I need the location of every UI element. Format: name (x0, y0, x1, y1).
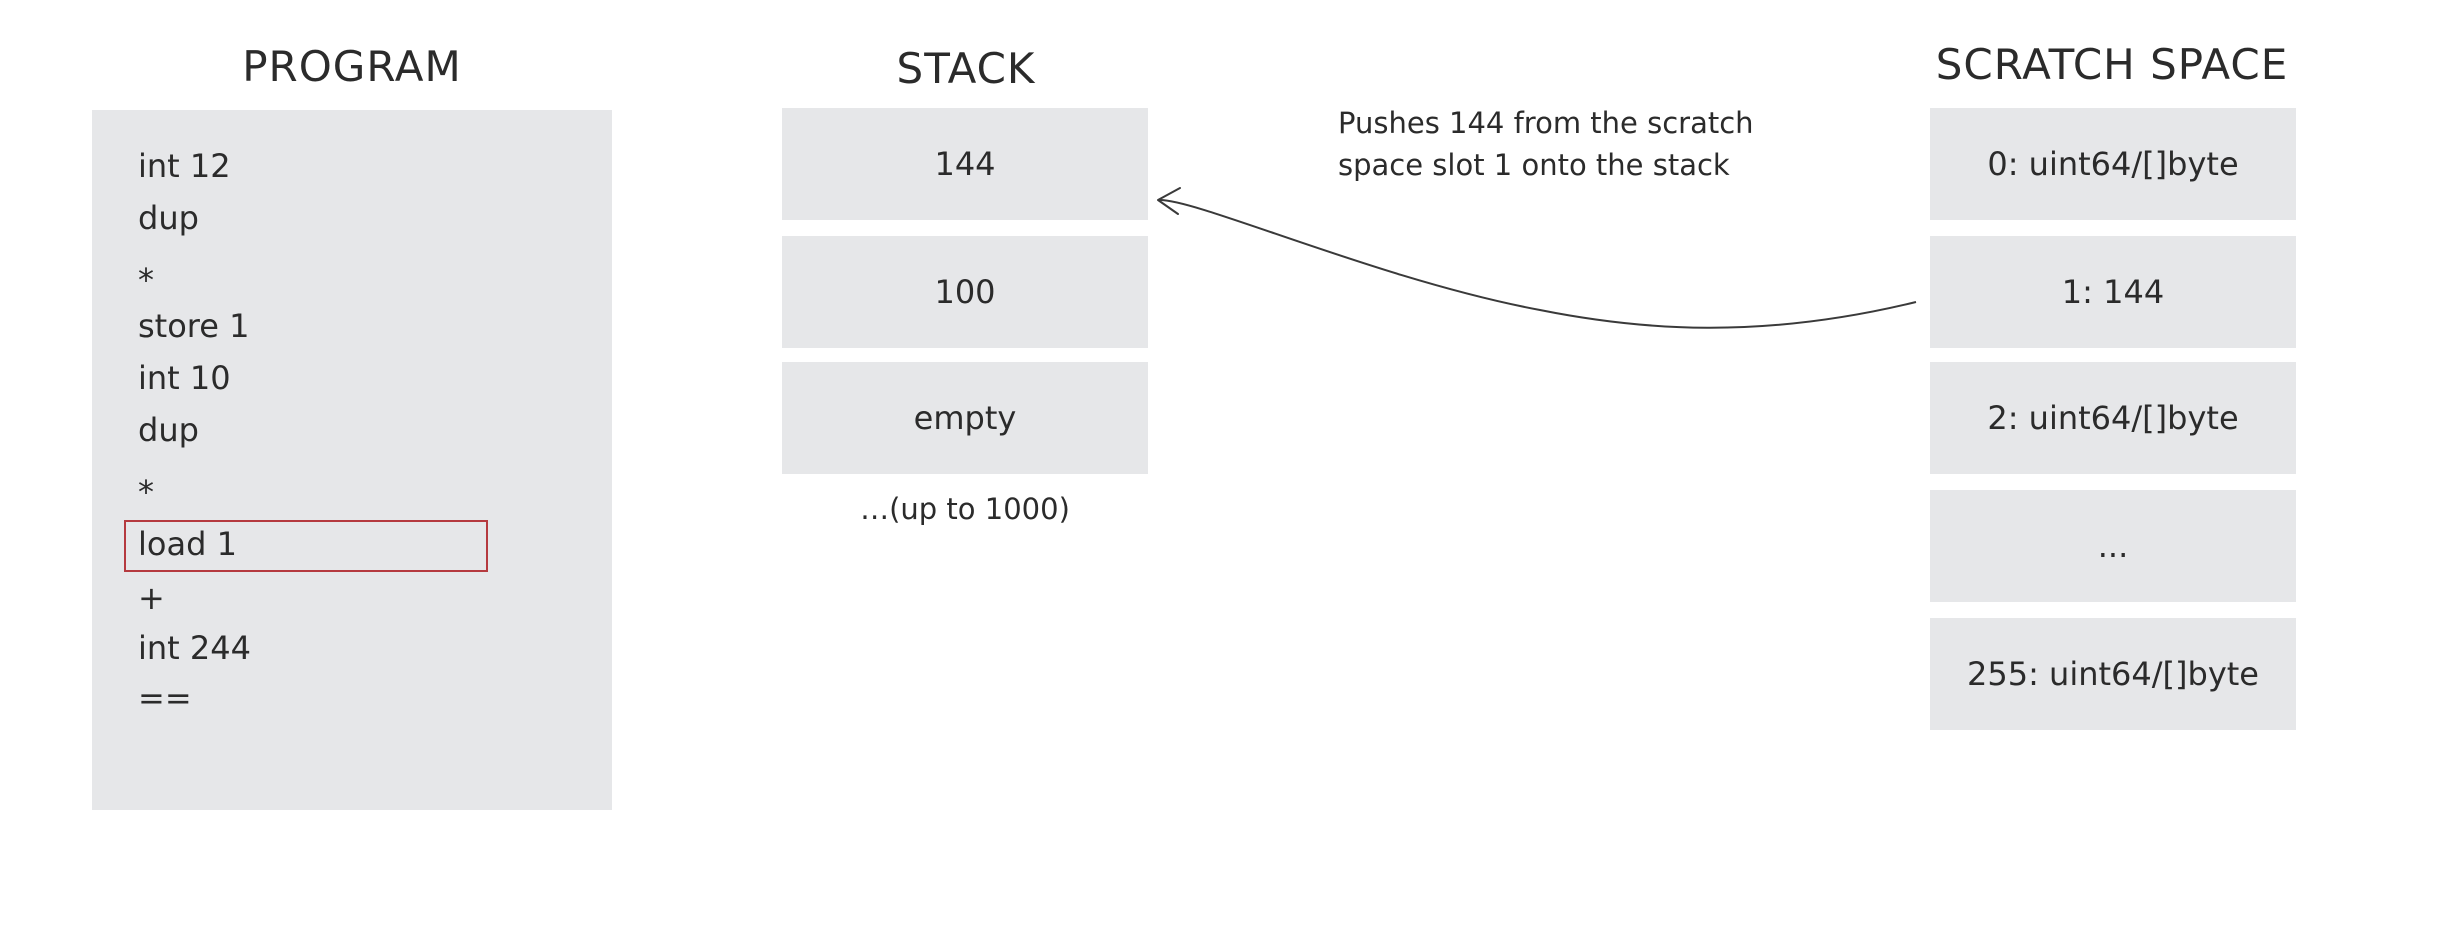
scratch-slot-1: 1: 144 (1930, 236, 2296, 348)
program-line: store 1 (138, 307, 250, 345)
arrow-curve (1159, 199, 1917, 329)
annotation-line: Pushes 144 from the scratch (1338, 106, 1754, 140)
program-panel: int 12 dup * store 1 int 10 dup * load 1… (92, 110, 612, 810)
arrow-annotation: Pushes 144 from the scratch space slot 1… (1338, 102, 1858, 186)
arrowhead-icon (1157, 187, 1181, 215)
stack-cell-top: 144 (782, 108, 1148, 220)
scratch-slot-ellipsis: ... (1930, 490, 2296, 602)
scratch-slot-2: 2: uint64/[]byte (1930, 362, 2296, 474)
annotation-line: space slot 1 onto the stack (1338, 148, 1730, 182)
scratch-slot-0: 0: uint64/[]byte (1930, 108, 2296, 220)
program-line: int 244 (138, 629, 251, 667)
current-instruction-highlight (124, 520, 488, 572)
scratch-slot-255: 255: uint64/[]byte (1930, 618, 2296, 730)
program-line: int 12 (138, 147, 231, 185)
program-title: PROGRAM (242, 42, 462, 91)
scratch-space-title: SCRATCH SPACE (1935, 40, 2289, 89)
program-line: dup (138, 199, 199, 237)
program-line: + (138, 579, 165, 617)
program-line: * (138, 261, 154, 299)
stack-cell-empty: empty (782, 362, 1148, 474)
program-line: == (138, 679, 192, 717)
stack-cell: 100 (782, 236, 1148, 348)
program-line: dup (138, 411, 199, 449)
program-line-highlighted: load 1 (138, 525, 237, 563)
program-line: * (138, 473, 154, 511)
program-line: int 10 (138, 359, 231, 397)
stack-title: STACK (896, 44, 1036, 93)
stack-capacity-note: …(up to 1000) (860, 492, 1070, 526)
